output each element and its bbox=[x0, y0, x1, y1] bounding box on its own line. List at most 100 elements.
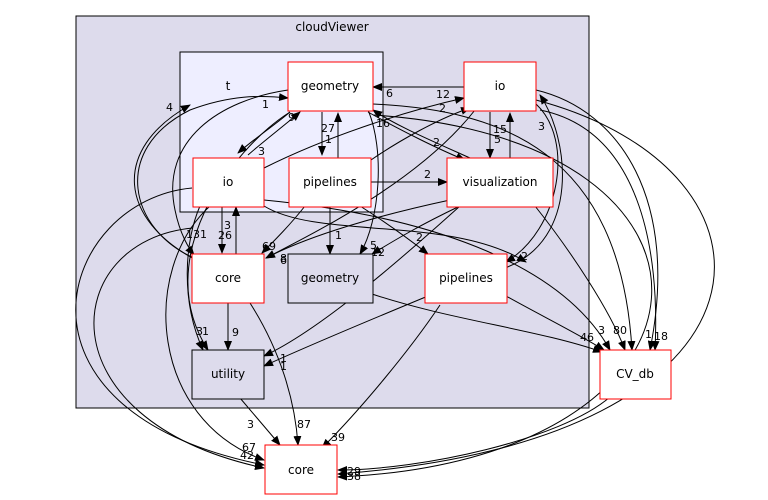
node-io-label: io bbox=[495, 79, 506, 93]
edge-label: 1 bbox=[202, 325, 209, 338]
node-utility-label: utility bbox=[211, 367, 245, 381]
node-core-inner-label: core bbox=[215, 271, 241, 285]
edge-label: 5 bbox=[370, 239, 377, 252]
edge-io-cv-db bbox=[535, 89, 659, 351]
node-t-geometry-label: geometry bbox=[301, 79, 359, 93]
node-core-inner[interactable]: core bbox=[191, 253, 265, 304]
edge-t-pipelines-core bbox=[261, 205, 306, 254]
edge-t-io-t-geometry bbox=[247, 111, 301, 156]
edge-t-geometry-core bbox=[172, 89, 289, 256]
node-visualization-label: visualization bbox=[463, 175, 538, 189]
edge-label: 42 bbox=[240, 449, 254, 462]
edge-label: 131 bbox=[186, 228, 207, 241]
edge-pipelines-io bbox=[504, 94, 563, 269]
edge-label: 12 bbox=[436, 88, 450, 101]
edge-core-core-outer bbox=[249, 302, 302, 446]
edge-label: 26 bbox=[218, 229, 232, 242]
edge-label: 46 bbox=[580, 331, 594, 344]
node-cv-db[interactable]: CV_db bbox=[599, 349, 672, 400]
edge-cv-db-core-outer bbox=[337, 396, 611, 474]
edge-label: 16 bbox=[376, 117, 390, 130]
edge-t-geometry-core-outer-2 bbox=[337, 114, 653, 481]
edge-t-io-utility bbox=[186, 205, 204, 351]
node-t-pipelines[interactable]: pipelines bbox=[288, 157, 372, 208]
edge-label: 3 bbox=[538, 120, 545, 133]
node-io[interactable]: io bbox=[463, 61, 537, 112]
node-core-outer[interactable]: core bbox=[264, 444, 338, 495]
edge-label: 2 bbox=[416, 231, 423, 244]
edge-label: 1 bbox=[325, 133, 332, 146]
node-t-io-label: io bbox=[223, 175, 234, 189]
node-utility[interactable]: utility bbox=[191, 349, 265, 400]
node-visualization[interactable]: visualization bbox=[446, 157, 554, 208]
edge-label: 3 bbox=[196, 325, 203, 338]
node-cv-db-label: CV_db bbox=[616, 367, 654, 381]
edge-pipelines-core-outer bbox=[321, 304, 441, 449]
edges bbox=[75, 83, 715, 481]
edge-label: 2 bbox=[424, 168, 431, 181]
edge-label: 2 bbox=[521, 250, 528, 263]
edge-label: 9 bbox=[288, 111, 295, 124]
node-t-geometry[interactable]: geometry bbox=[287, 61, 374, 112]
edge-label: 80 bbox=[613, 324, 627, 337]
edge-label: 67 bbox=[242, 441, 256, 454]
edge-label: 1 bbox=[280, 360, 287, 373]
edge-visualization-geometry bbox=[371, 205, 461, 255]
edge-io-pipelines bbox=[505, 103, 559, 263]
edge-label: 87 bbox=[297, 418, 311, 431]
edge-label: 12 bbox=[371, 246, 385, 259]
edge-t-geometry-geometry bbox=[359, 109, 379, 255]
edge-visualization-cv-db-2 bbox=[539, 109, 660, 351]
edge-label: 38 bbox=[347, 470, 361, 483]
node-core-outer-label: core bbox=[288, 463, 314, 477]
edge-t-geometry-cv-db bbox=[372, 103, 636, 351]
edge-label: 1 bbox=[335, 229, 342, 242]
edge-label: 6 bbox=[280, 254, 287, 267]
edge-label: 6 bbox=[386, 87, 393, 100]
edge-t-pipelines-pipelines bbox=[359, 205, 429, 255]
edge-label: 5 bbox=[494, 133, 501, 146]
edge-t-geometry-core-outer bbox=[93, 227, 265, 471]
edge-label: 9 bbox=[232, 326, 239, 339]
edge-geometry-cv-db bbox=[371, 293, 603, 353]
edge-t-io-cv-db bbox=[263, 199, 611, 351]
edge-label: 27 bbox=[321, 122, 335, 135]
cluster-cloudviewer-label: cloudViewer bbox=[295, 20, 368, 34]
edge-label: 18 bbox=[654, 330, 668, 343]
edge-label: 3 bbox=[247, 418, 254, 431]
cluster-t-label: t bbox=[226, 79, 231, 93]
edge-label: 8 bbox=[280, 252, 287, 265]
edge-label: 4 bbox=[166, 101, 173, 114]
edge-label: 69 bbox=[262, 240, 276, 253]
edge-t-io-core-outer-2 bbox=[75, 187, 265, 468]
edge-t-pipelines-io bbox=[370, 107, 471, 161]
edge-label: 3 bbox=[598, 324, 605, 337]
edge-label: 3 bbox=[258, 145, 265, 158]
edge-visualization-t-geometry bbox=[372, 109, 471, 159]
edge-utility-core-outer bbox=[239, 397, 281, 446]
edge-t-io-pipelines bbox=[263, 205, 527, 263]
edge-label: 39 bbox=[331, 431, 345, 444]
edge-t-io-core-outer bbox=[165, 205, 265, 461]
edge-label: 2 bbox=[433, 136, 440, 149]
edge-core-t-cluster bbox=[134, 104, 197, 261]
node-pipelines-label: pipelines bbox=[439, 271, 493, 285]
node-geometry-inner-label: geometry bbox=[301, 271, 359, 285]
edge-pipelines-cv-db bbox=[505, 295, 605, 351]
edge-label: 15 bbox=[493, 123, 507, 136]
edge-t-io-io bbox=[263, 96, 465, 169]
edge-label: 1 bbox=[262, 98, 269, 111]
node-pipelines[interactable]: pipelines bbox=[424, 253, 508, 304]
edge-label: 29 bbox=[347, 465, 361, 478]
edge-label: 1 bbox=[645, 328, 652, 341]
edge-io-core-outer bbox=[337, 99, 715, 478]
edge-label: 2 bbox=[439, 102, 446, 115]
node-geometry-inner[interactable]: geometry bbox=[287, 253, 374, 304]
edge-label: 1 bbox=[280, 352, 287, 365]
edge-visualization-cv-db bbox=[534, 205, 626, 351]
node-t-io[interactable]: io bbox=[192, 157, 265, 208]
edge-core-t-geometry bbox=[137, 93, 289, 259]
edge-label: 3 bbox=[224, 219, 231, 232]
edge-labels: 4 1 6 12 2 16 9 27 1 3 2 15 5 3 2 131 3 … bbox=[166, 87, 668, 483]
